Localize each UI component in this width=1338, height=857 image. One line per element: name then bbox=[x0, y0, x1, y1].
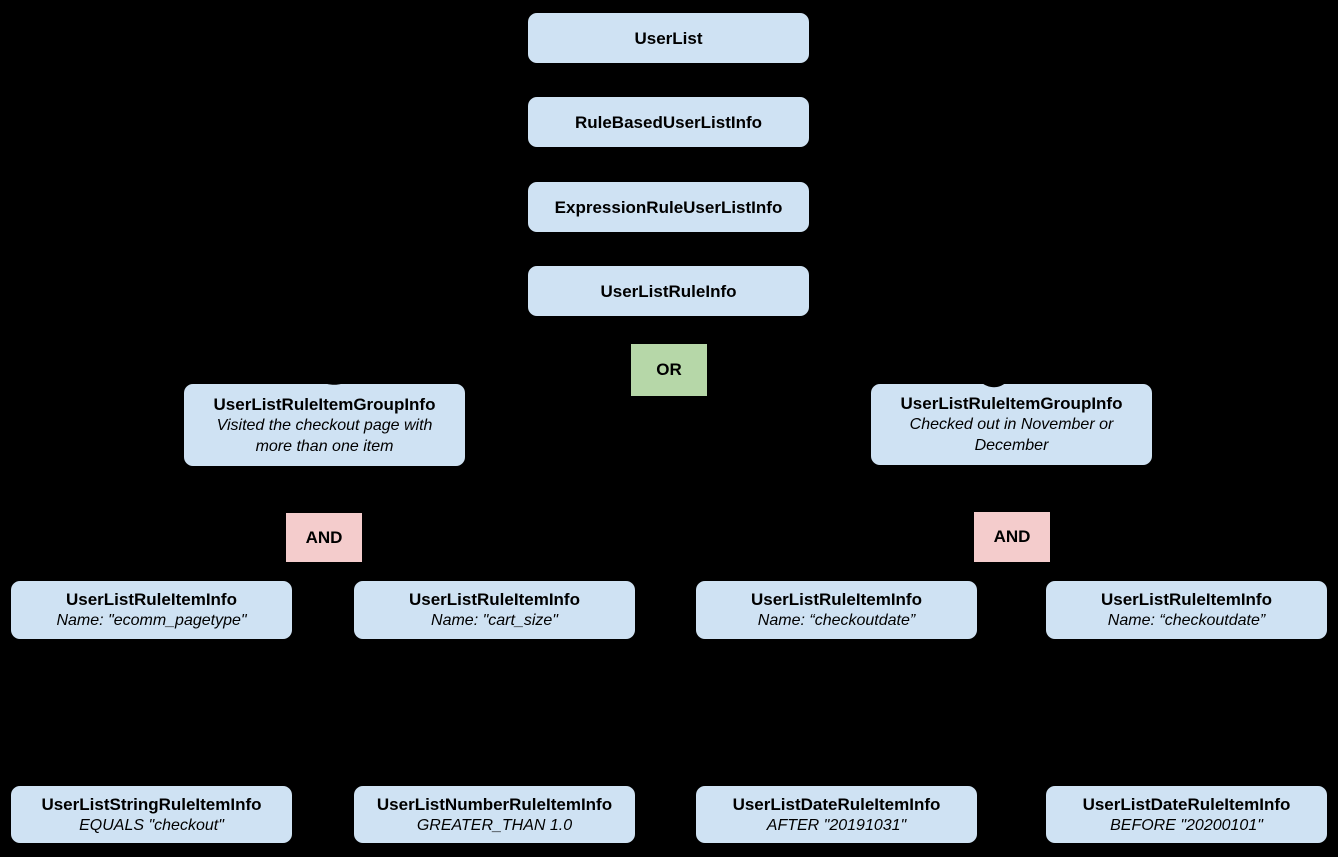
node-ruleitem-checkoutdate-1: UserListRuleItemInfo Name: “checkoutdate… bbox=[695, 580, 978, 640]
node-userlistruleinfo: UserListRuleInfo bbox=[527, 265, 810, 317]
node-dateruleitem-before: UserListDateRuleItemInfo BEFORE "2020010… bbox=[1045, 785, 1328, 844]
node-title: UserListNumberRuleItemInfo bbox=[376, 794, 613, 814]
node-description: Name: “checkoutdate” bbox=[757, 612, 916, 629]
node-stringruleitem: UserListStringRuleItemInfo EQUALS "check… bbox=[10, 785, 293, 844]
node-title: UserListRuleItemGroupInfo bbox=[900, 394, 1123, 413]
node-title: UserListDateRuleItemInfo bbox=[732, 794, 941, 814]
node-description: Checked out in November or December bbox=[909, 416, 1114, 454]
operator-label: OR bbox=[656, 360, 682, 379]
node-title: UserListRuleItemGroupInfo bbox=[213, 394, 436, 414]
node-dateruleitem-after: UserListDateRuleItemInfo AFTER "20191031… bbox=[695, 785, 978, 844]
node-title: UserListDateRuleItemInfo bbox=[1082, 794, 1291, 814]
node-ruleitemgroup-left: UserListRuleItemGroupInfo Visited the ch… bbox=[183, 383, 466, 467]
node-description: GREATER_THAN 1.0 bbox=[416, 816, 573, 834]
node-expressionruleuserlistinfo: ExpressionRuleUserListInfo bbox=[527, 181, 810, 233]
node-ruleitem-cart-size: UserListRuleItemInfo Name: "cart_size" bbox=[353, 580, 636, 640]
node-title: UserListRuleItemInfo bbox=[751, 590, 922, 609]
node-ruleitemgroup-right: UserListRuleItemGroupInfo Checked out in… bbox=[870, 383, 1153, 466]
node-description: BEFORE "20200101" bbox=[1110, 816, 1263, 834]
node-description: Visited the checkout page with more than… bbox=[216, 416, 433, 455]
and-operator-node-left: AND bbox=[285, 512, 363, 563]
operator-label: AND bbox=[305, 527, 343, 547]
node-title: UserListRuleInfo bbox=[600, 281, 737, 301]
or-operator-node: OR bbox=[630, 343, 708, 397]
node-description: Name: “checkoutdate” bbox=[1107, 612, 1266, 629]
arrowhead-icon bbox=[318, 378, 352, 389]
node-ruleitem-ecomm-pagetype: UserListRuleItemInfo Name: "ecomm_pagety… bbox=[10, 580, 293, 640]
node-title: UserListRuleItemInfo bbox=[409, 590, 580, 609]
node-description: Name: "ecomm_pagetype" bbox=[56, 612, 247, 629]
node-title: UserList bbox=[634, 28, 703, 48]
node-ruleitem-checkoutdate-2: UserListRuleItemInfo Name: “checkoutdate… bbox=[1045, 580, 1328, 640]
and-operator-node-right: AND bbox=[973, 511, 1051, 563]
node-description: AFTER "20191031" bbox=[766, 816, 907, 834]
node-userlist: UserList bbox=[527, 12, 810, 64]
node-description: EQUALS "checkout" bbox=[79, 816, 224, 834]
node-title: ExpressionRuleUserListInfo bbox=[554, 197, 783, 217]
node-title: RuleBasedUserListInfo bbox=[574, 112, 763, 132]
node-description: Name: "cart_size" bbox=[431, 612, 558, 629]
node-rulebaseduserlistinfo: RuleBasedUserListInfo bbox=[527, 96, 810, 148]
node-title: UserListStringRuleItemInfo bbox=[41, 794, 262, 814]
node-numberruleitem: UserListNumberRuleItemInfo GREATER_THAN … bbox=[353, 785, 636, 844]
arrowhead-icon bbox=[977, 377, 1010, 389]
node-title: UserListRuleItemInfo bbox=[66, 590, 237, 609]
node-title: UserListRuleItemInfo bbox=[1101, 590, 1272, 609]
operator-label: AND bbox=[993, 527, 1031, 546]
